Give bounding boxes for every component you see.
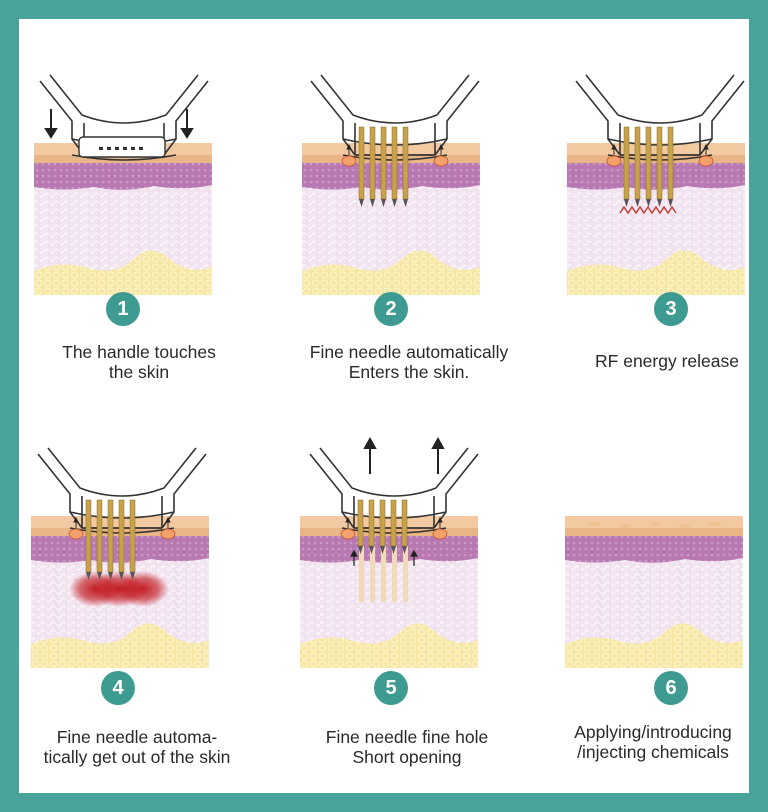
caption-line: /injecting chemicals (577, 742, 729, 762)
step-caption: RF energy release (542, 351, 768, 371)
illustration-rf-energy-release (567, 74, 745, 295)
step-1: 1 The handle touches the skin (19, 19, 262, 406)
heat-zone (69, 571, 169, 607)
illustration-needles-with-heat-zone (31, 447, 209, 668)
step-number-badge: 4 (101, 671, 135, 705)
step-3: 3 RF energy release (505, 19, 749, 406)
caption-line: Fine needle automa- (56, 727, 218, 747)
step-caption: The handle touches the skin (14, 342, 264, 382)
illustration-needles-retracting (300, 436, 479, 668)
step-5: 5 Fine needle fine hole Short opening (262, 406, 505, 793)
caption-line: the skin (108, 362, 170, 382)
illustration-needles-entering-skin (302, 74, 480, 295)
illustration-handle-touching-skin (34, 74, 212, 295)
caption-line: tically get out of the skin (43, 747, 231, 767)
step-caption: Fine needle automa- tically get out of t… (12, 727, 262, 767)
step-number-badge: 3 (654, 292, 688, 326)
caption-line: RF energy release (595, 351, 739, 371)
caption-line: Fine needle fine hole (325, 727, 489, 747)
step-number-badge: 6 (654, 671, 688, 705)
step-number-badge: 2 (374, 292, 408, 326)
step-number-badge: 1 (106, 292, 140, 326)
step-6: 6 Applying/introducing /injecting chemic… (505, 406, 749, 793)
needle-holes (359, 546, 408, 602)
step-number-badge: 5 (374, 671, 408, 705)
caption-line: Fine needle automatically (309, 342, 509, 362)
caption-line: The handle touches (62, 342, 216, 362)
step-2: 2 Fine needle automatically Enters the s… (262, 19, 508, 406)
step-4: 4 Fine needle automa- tically get out of… (19, 406, 262, 793)
step-caption: Fine needle automatically Enters the ski… (284, 342, 534, 382)
illustration-healed-skin (565, 516, 743, 668)
step-caption: Fine needle fine hole Short opening (282, 727, 532, 767)
caption-line: Short opening (352, 747, 462, 767)
rf-zigzag (619, 205, 677, 215)
caption-line: Applying/introducing (574, 722, 732, 742)
caption-line: Enters the skin. (348, 362, 470, 382)
process-panel: 1 The handle touches the skin 2 Fine nee… (19, 19, 749, 793)
step-caption: Applying/introducing /injecting chemical… (528, 722, 768, 762)
